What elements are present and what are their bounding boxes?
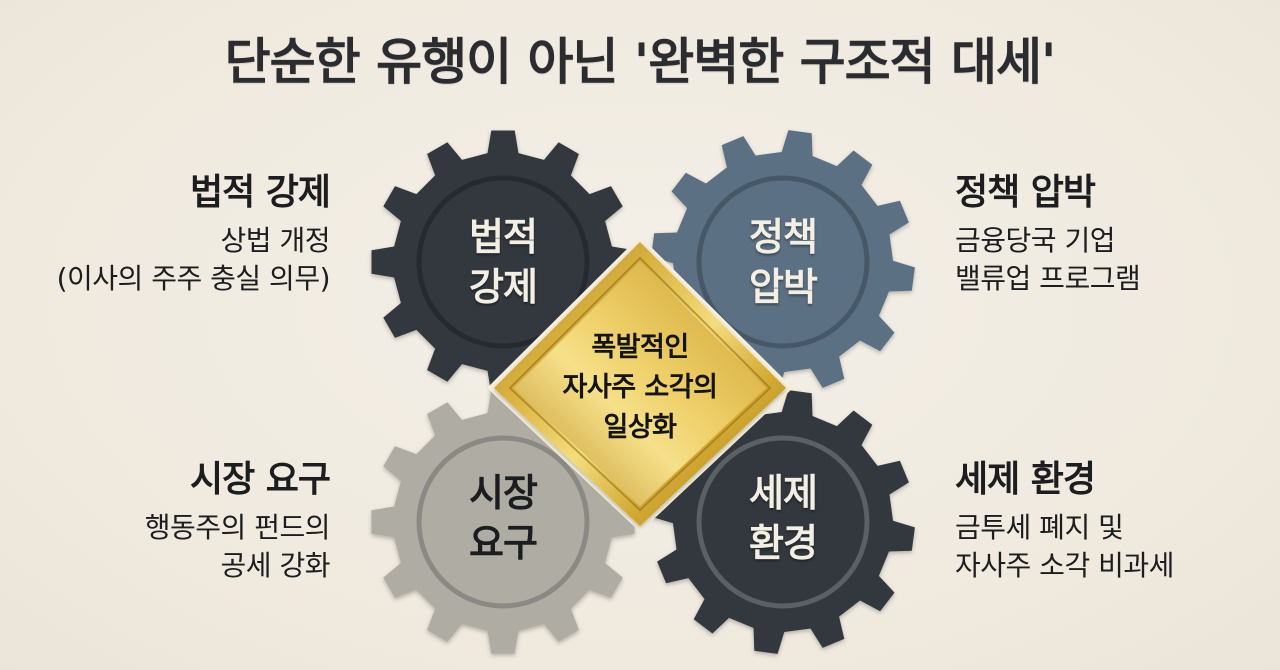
gear-label-policy: 정책 압박 <box>703 212 863 312</box>
center-label-line: 일상화 <box>603 412 677 443</box>
side-description: 공세 강화 <box>220 549 331 582</box>
center-label-line: 폭발적인 <box>591 332 689 363</box>
gear-inner-ring <box>416 175 590 349</box>
side-description: 상법 개정 <box>220 224 331 257</box>
side-heading: 세제 환경 <box>955 459 1096 500</box>
side-market: 시장 요구 행동주의 펀드의 공세 강화 <box>144 457 331 585</box>
side-tax: 세제 환경 금투세 폐지 및 자사주 소각 비과세 <box>955 457 1174 585</box>
side-legal: 법적 강제 상법 개정 (이사의 주주 충실 의무) <box>56 170 331 298</box>
side-description: 밸류업 프로그램 <box>955 262 1141 295</box>
side-heading: 법적 강제 <box>189 172 331 213</box>
gear-inner-ring <box>416 435 590 609</box>
side-policy: 정책 압박 금융당국 기업 밸류업 프로그램 <box>955 170 1141 298</box>
gear-label-line: 요구 <box>469 521 538 565</box>
center-label: 폭발적인 자사주 소각의 일상화 <box>540 328 740 448</box>
gear-label-line: 세제 <box>749 471 818 515</box>
gear-inner-ring <box>696 175 870 349</box>
gear-label-line: 정책 <box>749 215 818 259</box>
side-description: (이사의 주주 충실 의무) <box>56 262 331 295</box>
gear-label-tax: 세제 환경 <box>703 468 863 568</box>
gear-label-line: 시장 <box>469 471 538 515</box>
side-heading: 시장 요구 <box>189 459 331 500</box>
gear-label-market: 시장 요구 <box>423 468 583 568</box>
page-title: 단순한 유행이 아닌 '완벽한 구조적 대세' <box>224 33 1057 91</box>
side-description: 행동주의 펀드의 <box>144 511 331 544</box>
center-label-line: 자사주 소각의 <box>562 372 718 403</box>
gear-label-line: 강제 <box>469 265 538 309</box>
side-description: 금융당국 기업 <box>955 224 1115 257</box>
gear-inner-ring <box>696 435 870 609</box>
gear-label-legal: 법적 강제 <box>423 212 583 312</box>
gear-label-line: 법적 <box>469 215 538 259</box>
center-diamond <box>487 236 793 532</box>
gear-label-line: 환경 <box>749 521 818 565</box>
side-heading: 정책 압박 <box>955 172 1096 213</box>
side-description: 자사주 소각 비과세 <box>955 549 1174 582</box>
side-description: 금투세 폐지 및 <box>955 511 1124 544</box>
gear-label-line: 압박 <box>749 265 818 309</box>
